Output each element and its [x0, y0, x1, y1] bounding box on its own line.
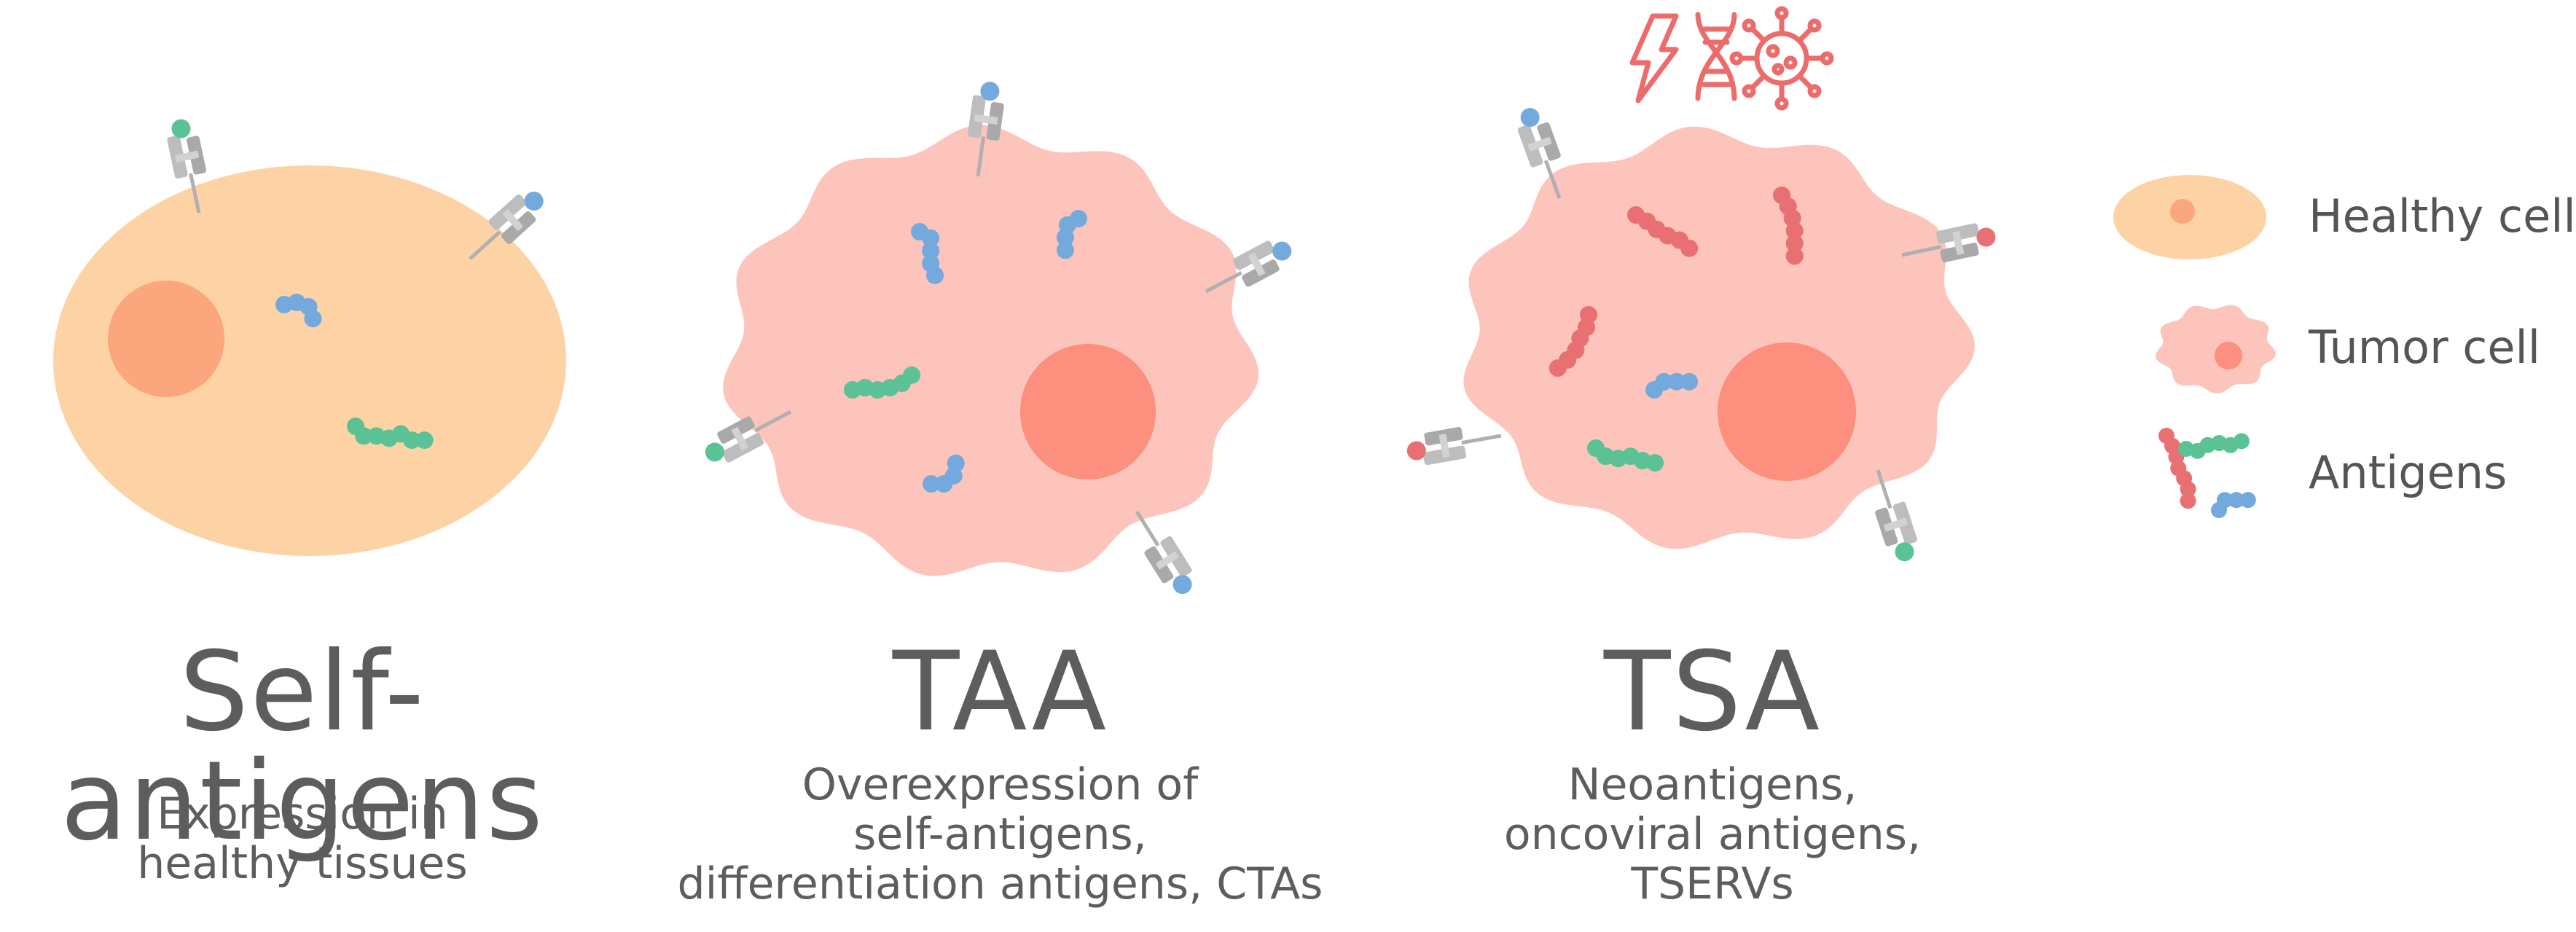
description-line: TSERVs	[1631, 858, 1794, 909]
description-line: differentiation antigens, CTAs	[677, 858, 1323, 909]
legend-antigen-red	[2158, 428, 2196, 509]
antigen-blue	[923, 454, 965, 493]
mhc-receptor	[1135, 510, 1192, 595]
legend-antigens-icon	[2158, 428, 2256, 518]
description-line: Expression in	[157, 788, 448, 839]
description-line: Overexpression of	[802, 759, 1199, 810]
legend-label-tumor-cell: Tumor cell	[2309, 321, 2540, 374]
description-line: self-antigens,	[853, 809, 1147, 860]
taa-tumor-nucleus	[1020, 344, 1156, 479]
description-line: oncoviral antigens,	[1503, 809, 1922, 860]
antigen-blue	[911, 223, 944, 284]
antigen-green	[844, 366, 921, 399]
mhc-receptor	[1517, 108, 1562, 199]
legend-tumor-cell-icon	[2156, 305, 2276, 393]
mhc-receptor	[1875, 469, 1917, 562]
antigen-red	[1549, 306, 1597, 377]
lightning-icon	[1629, 13, 1679, 103]
virus-icon	[1729, 6, 1834, 111]
antigen-blue	[1056, 210, 1087, 259]
mhc-receptor	[705, 410, 792, 463]
taa-tumor-cell	[723, 125, 1259, 576]
description-line: Neoantigens,	[1567, 759, 1857, 810]
antigen-red	[1627, 206, 1699, 257]
mhc-receptor	[1406, 426, 1502, 466]
healthy-cell-nucleus	[108, 281, 224, 397]
legend-antigen-green	[2178, 433, 2250, 459]
panel-description-taa: Overexpression of self-antigens, differe…	[656, 760, 1344, 909]
antigen-blue	[1645, 372, 1699, 399]
healthy-cell	[53, 165, 566, 556]
description-line: healthy tissues	[137, 838, 468, 889]
legend-healthy-cell-icon	[2113, 175, 2266, 259]
antigen-green	[347, 418, 434, 450]
panel-description-tsa: Neoantigens, oncoviral antigens, TSERVs	[1428, 760, 1997, 909]
mhc-receptor	[967, 82, 1004, 177]
panel-title-tsa: TSA	[1603, 629, 1822, 756]
mhc-receptor	[1205, 240, 1292, 294]
mhc-receptor	[469, 192, 544, 260]
legend-antigen-blue	[2211, 492, 2256, 518]
mhc-receptor	[1901, 223, 1996, 262]
dna-icon	[1695, 12, 1737, 101]
panel-title-taa: TAA	[892, 629, 1108, 756]
antigen-red	[1773, 187, 1804, 265]
antigen-green	[1587, 439, 1664, 472]
panel-title-self-antigens: Self-antigens	[60, 629, 545, 865]
tsa-tumor-nucleus	[1718, 342, 1856, 481]
tsa-tumor-cell	[1463, 126, 1975, 549]
panel-description-self-antigens: Expression in healthy tissues	[7, 789, 598, 888]
mhc-receptor	[167, 119, 206, 214]
antigen-blue	[275, 293, 322, 328]
legend-label-antigens: Antigens	[2309, 446, 2508, 499]
legend-label-healthy-cell: Healthy cell	[2309, 189, 2576, 243]
